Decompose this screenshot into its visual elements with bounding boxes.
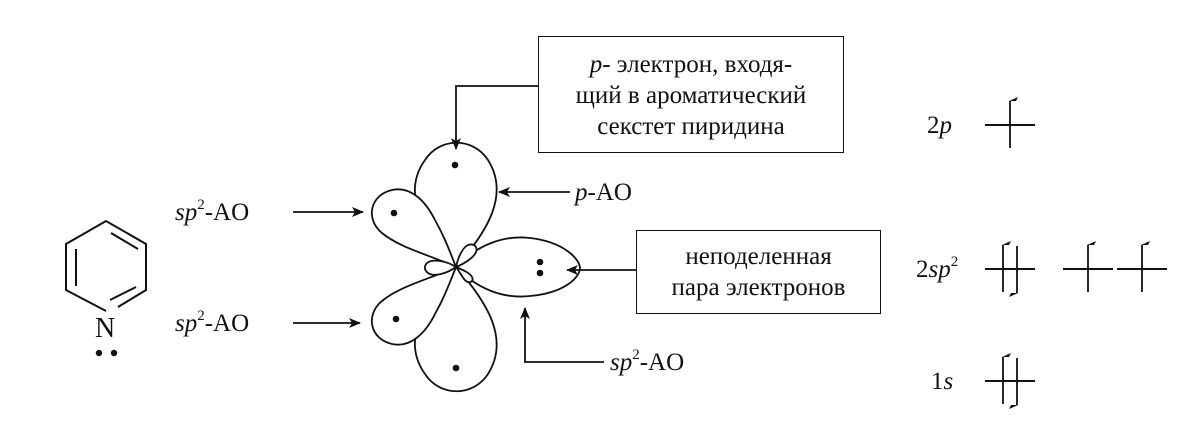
level-1s-number: 1 <box>931 368 944 395</box>
lone-pair-callout: неподеленная пара электронов <box>636 230 881 314</box>
level-label-2sp2: 2sp2 <box>916 254 959 283</box>
p-ao-prefix: p <box>575 179 588 206</box>
lone-pair-electron-1 <box>536 258 544 266</box>
sp2-ao-lobe-right <box>454 236 581 298</box>
sp2-ao-lower-prefix: sp <box>175 310 198 337</box>
p-electron-callout-line1: p- электрон, входя- <box>539 49 843 80</box>
pyridine-ring <box>65 219 147 312</box>
sp2-lower-left-electron <box>392 315 400 323</box>
sp2-ao-lower-suffix: -AO <box>204 310 250 337</box>
level-2sp2-sup: 2 <box>950 254 959 270</box>
sp2-ao-label-upper: sp2-AO <box>175 197 250 226</box>
sp2-ao-label-right: sp2-AO <box>610 347 685 376</box>
sp2-ao-right-arrow <box>520 307 604 363</box>
lone-pair-electron-2 <box>536 269 544 277</box>
p-electron-callout-line2: щий в ароматический <box>575 82 807 109</box>
sp2-ao-small-lobe-lower <box>455 266 474 284</box>
sp2-ao-lobe-lower-left <box>371 265 458 346</box>
p-ao-bottom-electron <box>452 364 460 372</box>
sp2-ao-upper-sup: 2 <box>197 197 205 213</box>
sp2-ao-small-lobe-left <box>423 259 458 276</box>
p-electron-arrow <box>451 85 538 150</box>
p-ao-label: p-AO <box>575 180 632 205</box>
level-label-2p: 2p <box>927 113 952 138</box>
pointer-arrows <box>293 85 636 363</box>
p-ao-suffix: -AO <box>587 179 632 206</box>
sp2-upper-left-electron <box>390 209 398 217</box>
p-electron-callout: p- электрон, входя- щий в ароматический … <box>538 36 844 153</box>
sp2-ao-right-suffix: -AO <box>639 349 685 376</box>
level-label-1s: 1s <box>931 369 953 394</box>
sp2-ao-right-prefix: sp <box>610 349 633 376</box>
nitrogen-lone-pair-dots <box>95 349 118 357</box>
p-electron-callout-line1-rest: - электрон, входя- <box>602 51 793 78</box>
sp2-ao-upper-prefix: sp <box>175 199 198 226</box>
sp2-ao-right-sup: 2 <box>632 347 640 363</box>
level-1s-letter: s <box>943 368 954 395</box>
level-2sp2-letter: sp <box>928 256 951 283</box>
sp2-ao-label-lower: sp2-AO <box>175 308 250 337</box>
pyridine-nitrogen-label: N <box>95 313 116 344</box>
p-ao-top-electron <box>451 161 459 169</box>
electron-spin-arrows <box>1002 97 1150 409</box>
level-2p-letter: p <box>939 112 953 139</box>
level-2p-number: 2 <box>927 112 940 139</box>
orbital-lobes <box>371 141 581 393</box>
sp2-ao-lower-sup: 2 <box>197 308 205 324</box>
p-electron-callout-line3: секстет пиридина <box>597 113 785 140</box>
lone-pair-callout-line2: пара электронов <box>671 274 846 301</box>
sp2-ao-lobe-upper-left <box>371 188 458 269</box>
energy-levels <box>985 124 1167 382</box>
sp2-ao-upper-suffix: -AO <box>204 199 250 226</box>
p-electron-callout-p: p <box>589 51 603 78</box>
level-2sp2-number: 2 <box>916 256 929 283</box>
lone-pair-callout-line1: неподеленная <box>685 243 832 270</box>
sp2-ao-small-lobe-upper <box>454 243 478 269</box>
orbital-electron-dots <box>390 161 544 372</box>
